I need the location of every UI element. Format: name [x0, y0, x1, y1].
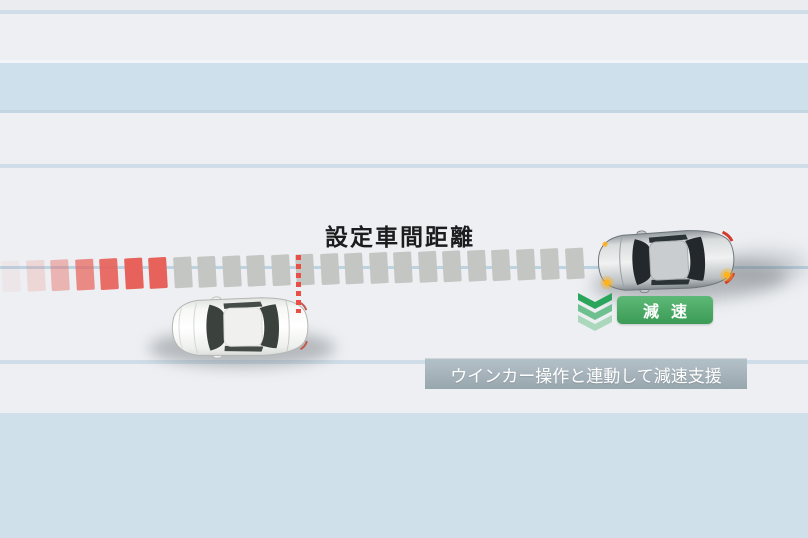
distance-marker-red [50, 259, 70, 292]
distance-marker-gray [172, 256, 193, 289]
distance-marker-gray [270, 254, 291, 287]
taillight [299, 340, 308, 351]
distance-marker-gray [221, 255, 242, 288]
distance-marker-gray [368, 251, 389, 284]
distance-marker-red [1, 260, 21, 293]
rear-window [685, 236, 706, 281]
distance-marker-gray [197, 255, 217, 288]
lane-line [0, 164, 808, 168]
distance-marker-gray [490, 249, 511, 282]
hood-crease [193, 302, 199, 354]
following-car-illustration [598, 230, 736, 294]
following-car-shadow [722, 251, 808, 281]
distance-marker-gray [515, 248, 536, 281]
distance-marker-gray [564, 247, 585, 280]
distance-marker-gray [246, 254, 266, 287]
road-stripe [0, 0, 808, 10]
side-window [648, 234, 688, 243]
distance-marker-red [148, 256, 168, 289]
road-stripe [0, 113, 808, 164]
set-distance-title: 設定車間距離 [325, 224, 475, 250]
distance-marker-red [74, 258, 95, 291]
lane-line [0, 10, 808, 14]
lead-car [169, 294, 311, 361]
road-stripe-blue [0, 63, 808, 110]
distance-marker-red [123, 257, 144, 290]
distance-marker-red [99, 258, 119, 291]
distance-marker-gray [393, 251, 413, 284]
windshield [206, 304, 225, 351]
side-window [224, 345, 264, 352]
following-car [594, 224, 739, 296]
set-distance-marker-line [296, 255, 301, 313]
caption-bar: ウインカー操作と連動して減速支援 [425, 358, 747, 389]
taillight [724, 272, 736, 285]
rear-window [259, 304, 279, 349]
distance-marker-gray [466, 249, 487, 282]
road-stripe-blue [0, 413, 808, 538]
hood-crease [619, 237, 625, 288]
bumper-line [178, 307, 183, 349]
distance-marker-gray [344, 252, 364, 285]
road-stripe [0, 14, 808, 60]
lane-line [0, 360, 808, 364]
roof [223, 307, 263, 347]
distance-marker-red [25, 259, 46, 292]
lane-line [0, 60, 808, 63]
side-window [223, 301, 263, 309]
front-left-turn-signal-icon [603, 279, 611, 286]
lane-line [0, 110, 808, 113]
distance-marker-gray [417, 250, 438, 283]
side-window [651, 279, 691, 286]
windshield [632, 239, 652, 286]
rear-left-turn-signal-icon [723, 271, 731, 279]
distance-marker-gray [539, 248, 560, 281]
front-turn-signal-icon [602, 241, 608, 247]
lead-car-illustration [171, 296, 309, 359]
distance-marker-gray [442, 250, 462, 283]
roof [648, 240, 690, 281]
taillight [721, 230, 734, 242]
decelerate-badge: 減速 [617, 296, 713, 324]
trunk-crease [284, 299, 290, 353]
distance-marker-gray [319, 253, 340, 286]
triple-chevron-down-icon [578, 293, 612, 331]
